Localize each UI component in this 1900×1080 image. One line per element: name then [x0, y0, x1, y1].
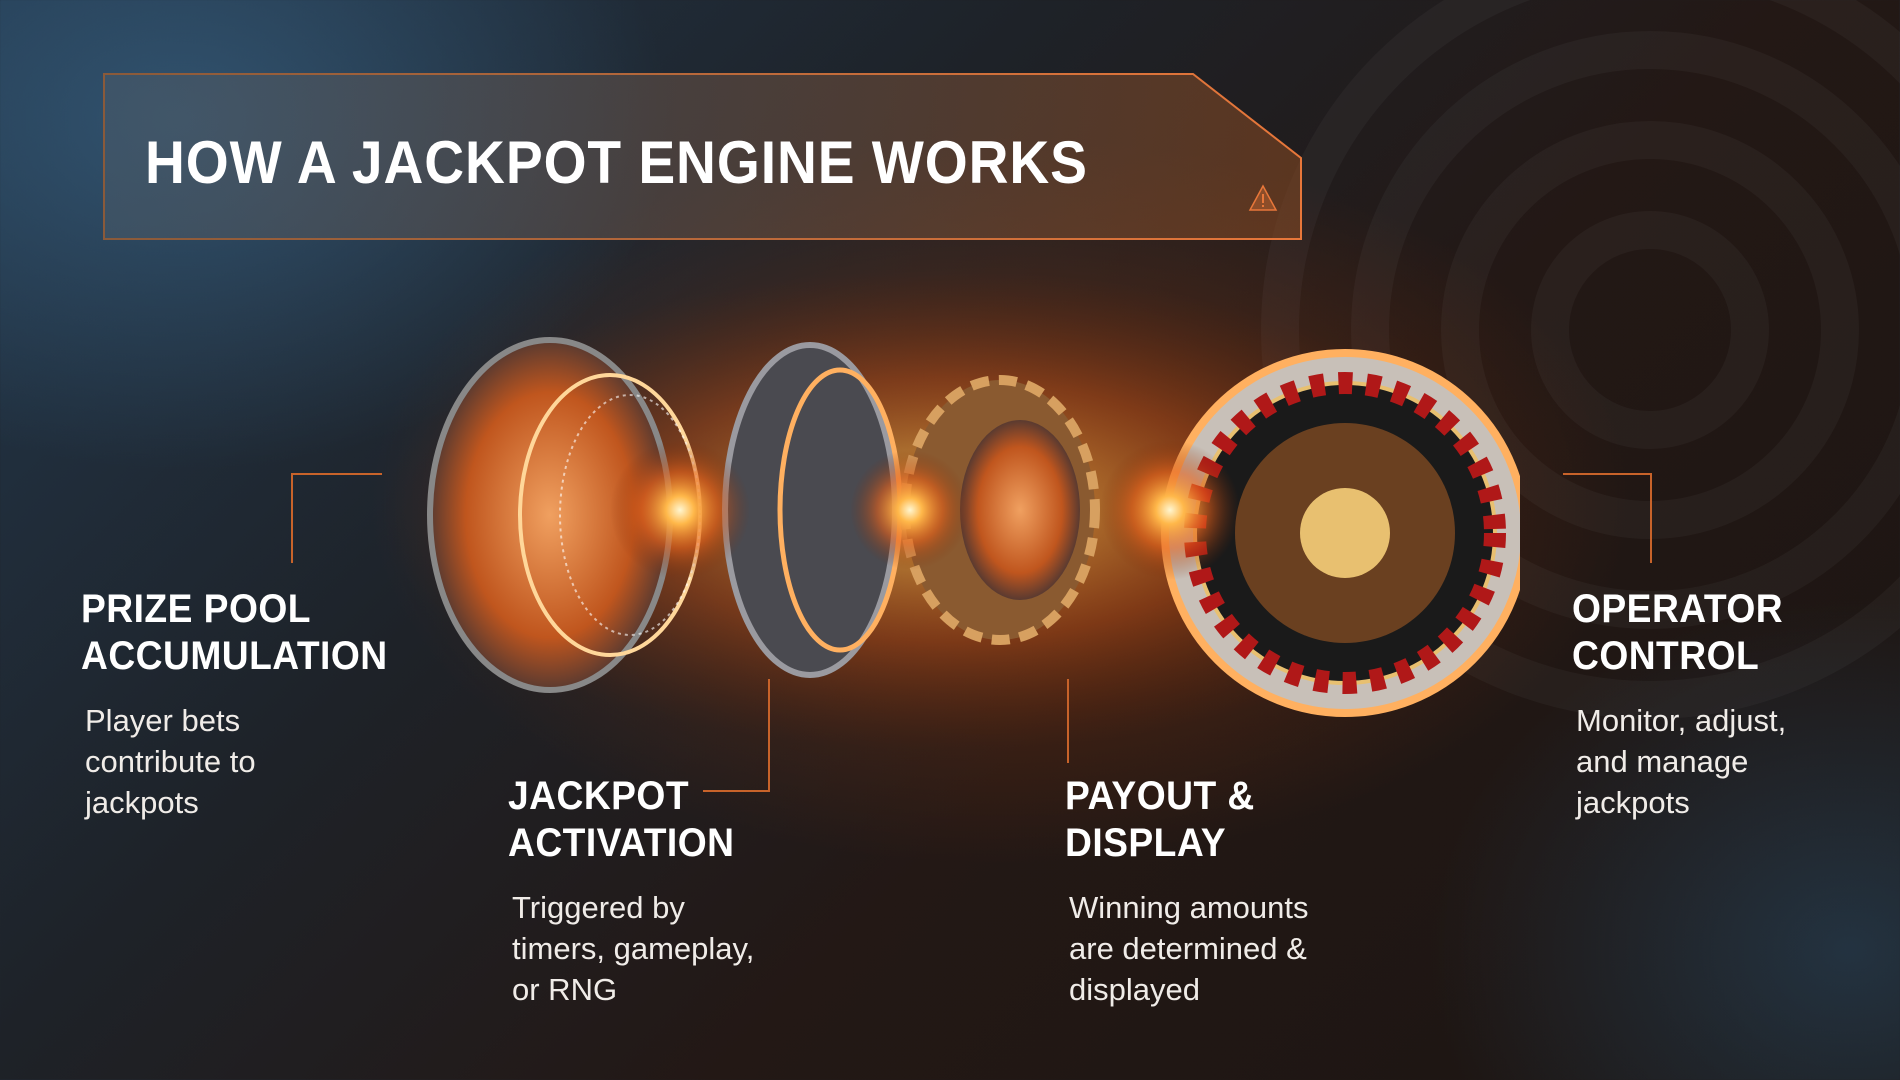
connector-line-activation-v — [768, 679, 770, 791]
warning-icon — [1248, 184, 1278, 211]
desc-line: jackpots — [85, 785, 199, 820]
step-title-line: PAYOUT & — [1065, 774, 1255, 818]
connector-line-payout-v — [1067, 679, 1069, 763]
connector-line-operator-v — [1650, 473, 1652, 563]
step-description: Monitor, adjust, and manage jackpots — [1576, 700, 1799, 823]
connector-line-activation-h — [703, 790, 770, 792]
desc-line: and manage — [1576, 744, 1749, 779]
jackpot-engine-illustration — [380, 270, 1520, 750]
payout-gear — [900, 375, 1100, 645]
desc-line: are determined & — [1069, 931, 1307, 966]
desc-line: displayed — [1069, 972, 1200, 1007]
step-title-line: DISPLAY — [1065, 821, 1227, 865]
step-title-line: JACKPOT — [508, 774, 690, 818]
step-title-line: ACCUMULATION — [81, 634, 388, 678]
activation-ring — [722, 342, 903, 678]
connector-line-operator-h — [1563, 473, 1652, 475]
step-description: Player bets contribute to jackpots — [85, 700, 411, 823]
desc-line: Player bets — [85, 703, 241, 738]
desc-line: jackpots — [1576, 785, 1690, 820]
step-description: Winning amounts are determined & displayed — [1069, 887, 1309, 1010]
desc-line: timers, gameplay, — [512, 931, 755, 966]
desc-line: Triggered by — [512, 890, 685, 925]
connector-line-prize-v — [291, 473, 293, 563]
step-title-line: CONTROL — [1572, 634, 1760, 678]
step-title-line: ACTIVATION — [508, 821, 735, 865]
desc-line: or RNG — [512, 972, 618, 1007]
connector-line-prize-h — [291, 473, 382, 475]
title-banner-frame — [103, 73, 1302, 240]
step-title: PAYOUT &DISPLAY — [1065, 773, 1291, 867]
step-description: Triggered by timers, gameplay, or RNG — [512, 887, 754, 1010]
step-title-line: PRIZE POOL — [81, 587, 311, 631]
desc-line: Winning amounts — [1069, 890, 1309, 925]
step-title-line: OPERATOR — [1572, 587, 1784, 631]
desc-line: contribute to — [85, 744, 256, 779]
step-payout-display: PAYOUT &DISPLAY Winning amounts are deter… — [1065, 773, 1309, 1010]
desc-line: Monitor, adjust, — [1576, 703, 1787, 738]
page-title: HOW A JACKPOT ENGINE WORKS — [145, 129, 1088, 196]
